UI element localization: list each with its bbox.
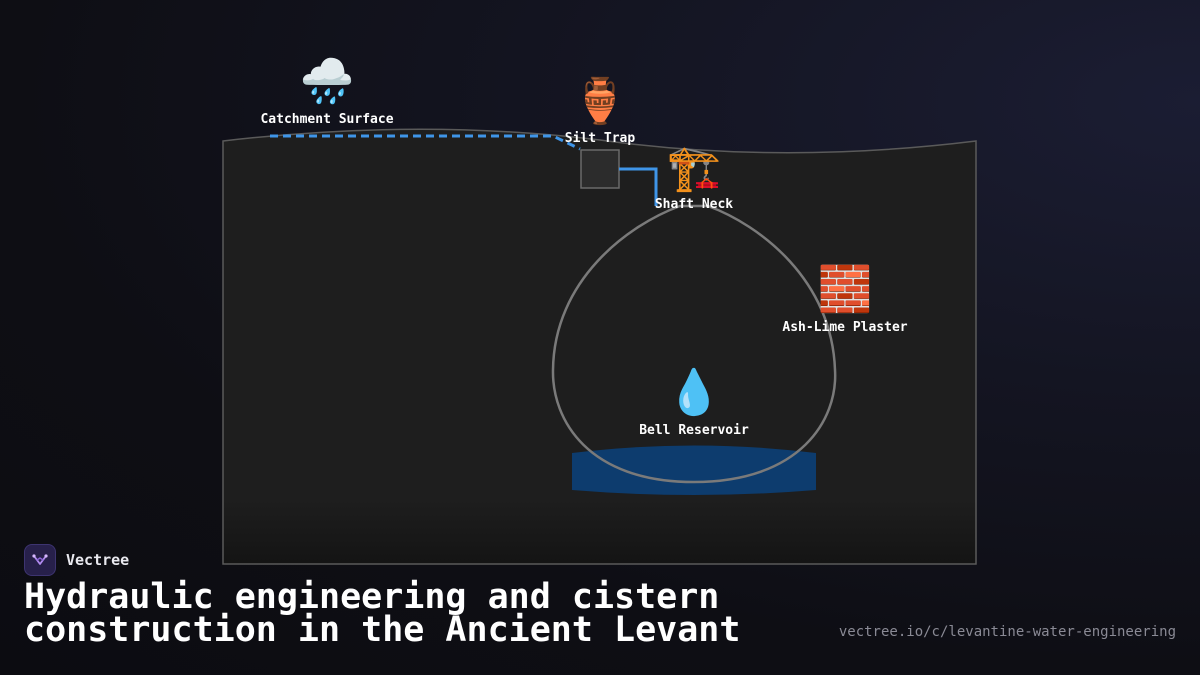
node-bell-reservoir: 💧 Bell Reservoir bbox=[639, 367, 749, 438]
amphora-icon: 🏺 bbox=[573, 76, 628, 127]
catchment-surface-label: Catchment Surface bbox=[260, 112, 393, 127]
bell-cistern-outline bbox=[551, 204, 837, 484]
brick-wall-icon: 🧱 bbox=[818, 264, 873, 315]
node-shaft-neck: 🏗️ Shaft Neck bbox=[655, 143, 733, 212]
silt-trap-to-shaft-flow bbox=[619, 167, 658, 206]
ash-lime-plaster-label: Ash-Lime Plaster bbox=[782, 320, 907, 335]
reservoir-water bbox=[572, 445, 816, 495]
node-silt-trap: 🏺 Silt Trap bbox=[565, 76, 636, 146]
crane-icon: 🏗️ bbox=[667, 143, 722, 194]
brand-name: Vectree bbox=[66, 551, 130, 569]
page-title: Hydraulic engineering and cistern constr… bbox=[24, 577, 741, 650]
brand[interactable]: Vectree bbox=[24, 544, 129, 576]
source-url[interactable]: vectree.io/c/levantine-water-engineering bbox=[838, 624, 1176, 640]
rain-cloud-icon: 🌧️ bbox=[300, 54, 355, 107]
vectree-logo-icon bbox=[24, 544, 56, 576]
node-ash-lime-plaster: 🧱 Ash-Lime Plaster bbox=[782, 264, 907, 335]
silt-trap-box bbox=[580, 149, 620, 189]
catchment-runoff-flow bbox=[270, 134, 581, 151]
silt-trap-label: Silt Trap bbox=[565, 131, 636, 146]
node-catchment-surface: 🌧️ Catchment Surface bbox=[260, 54, 393, 127]
ground-section bbox=[222, 128, 977, 565]
shaft-neck-label: Shaft Neck bbox=[655, 197, 733, 212]
bell-reservoir-label: Bell Reservoir bbox=[639, 423, 749, 438]
water-drop-icon: 💧 bbox=[667, 367, 722, 418]
